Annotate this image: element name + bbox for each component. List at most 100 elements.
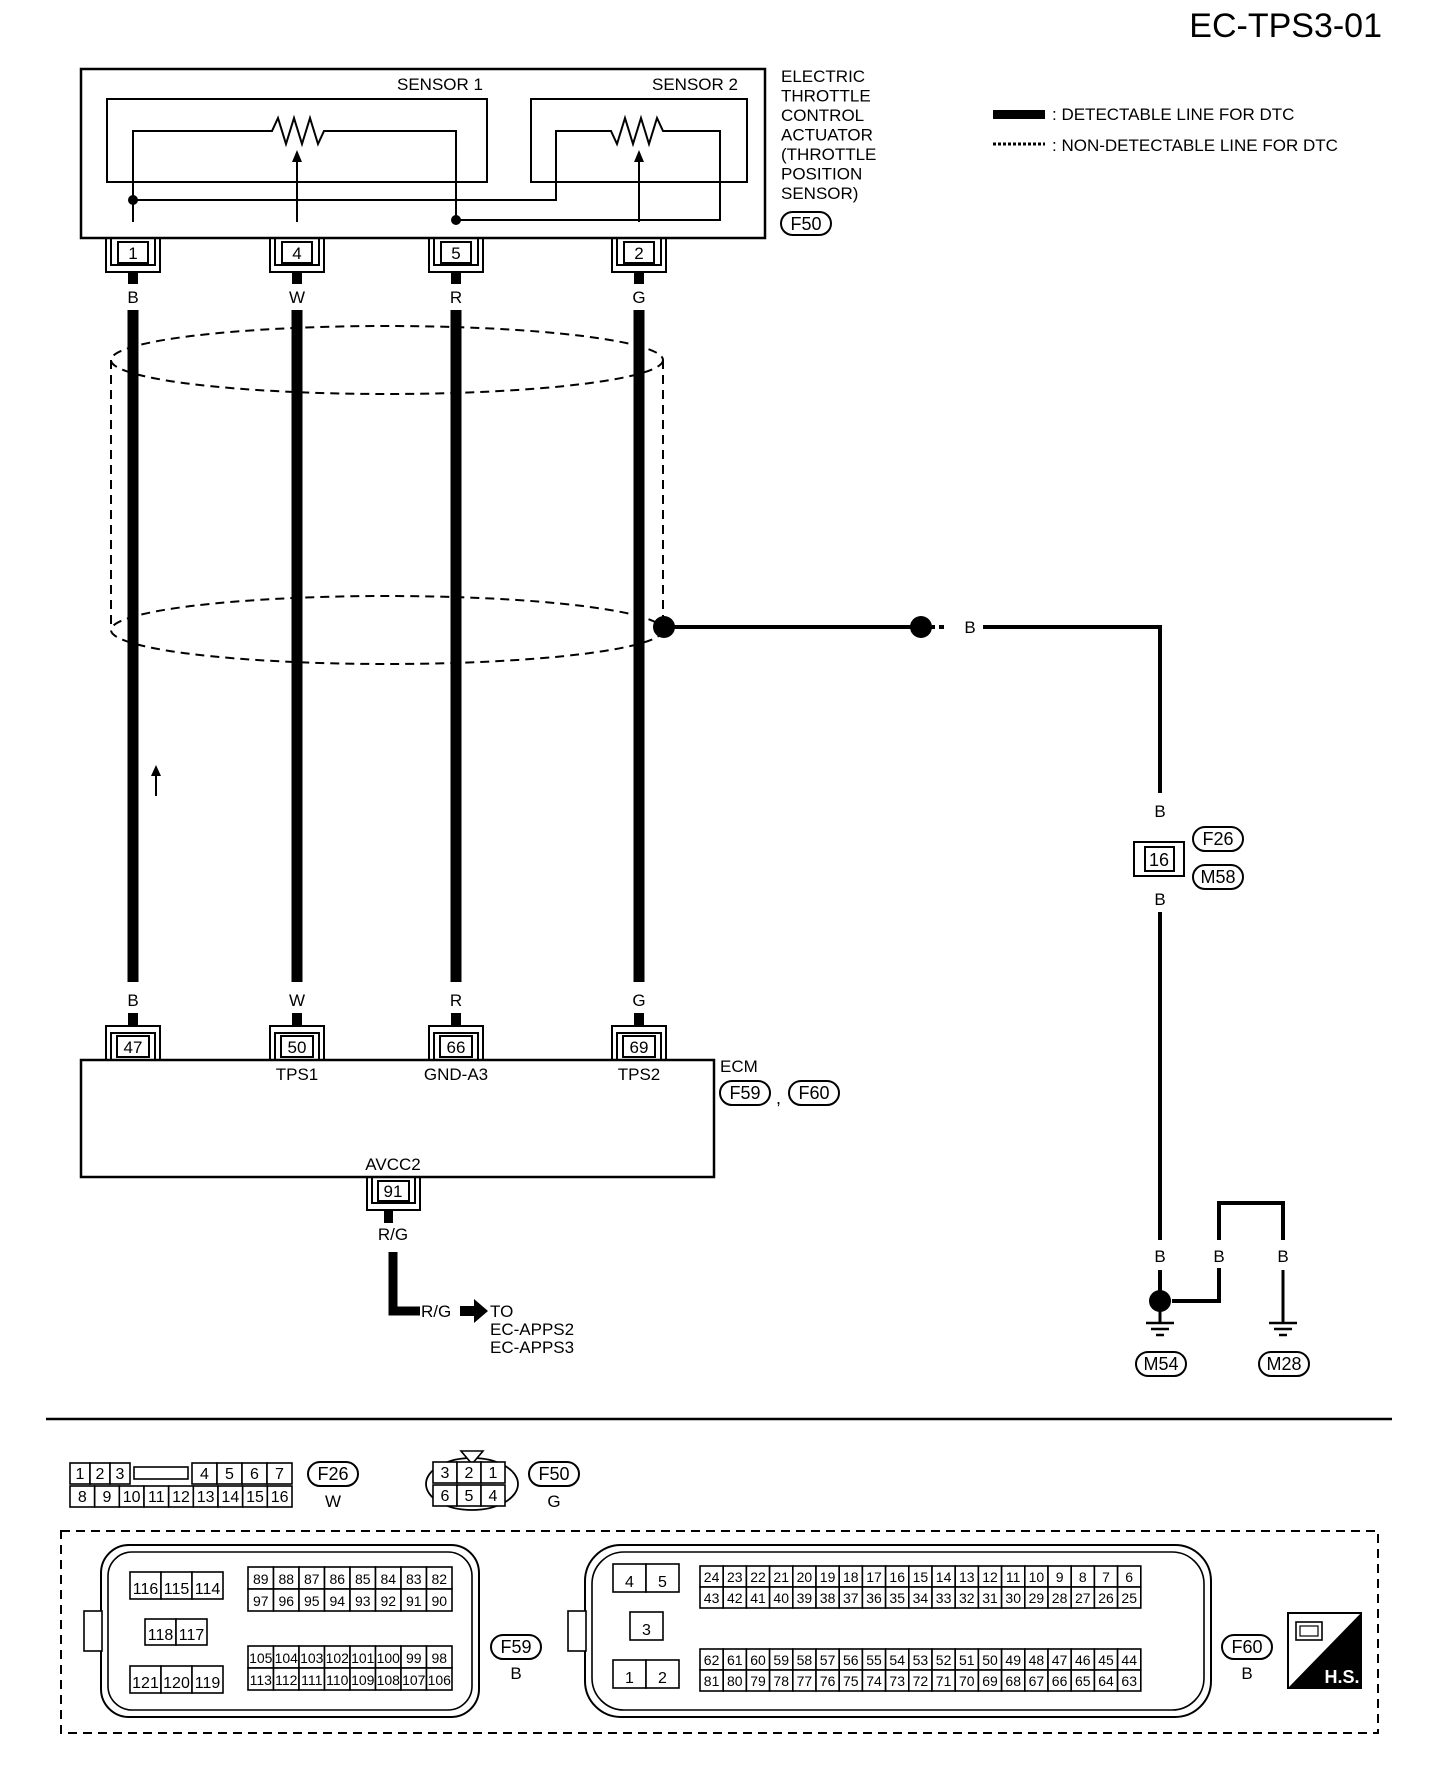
connector-cavity [425, 1667, 453, 1691]
cavity-number: 45 [1098, 1652, 1114, 1668]
cavity-number: 39 [797, 1590, 813, 1606]
cavity-number: 25 [1121, 1590, 1137, 1606]
svg-text:M58: M58 [1200, 867, 1235, 887]
connector-cavity [129, 1571, 162, 1600]
cavity-number: 3 [642, 1622, 651, 1639]
cavity-number: 101 [351, 1650, 375, 1666]
f59-label: F59 [500, 1637, 531, 1657]
cavity-number: 65 [1075, 1673, 1091, 1689]
cavity-number: 57 [820, 1652, 836, 1668]
cavity-number: 2 [96, 1466, 105, 1483]
cavity-number: 6 [250, 1466, 259, 1483]
svg-text:B: B [1213, 1247, 1224, 1266]
actuator-connector-label: F50 [790, 214, 821, 234]
cavity-number: 5 [465, 1488, 474, 1505]
cavity-number: 6 [1125, 1569, 1133, 1585]
cavity-number: 60 [750, 1652, 766, 1668]
cavity-number: 4 [625, 1574, 634, 1591]
cavity-number: 67 [1029, 1673, 1045, 1689]
cavity-number: 102 [326, 1650, 350, 1666]
cavity-number: 64 [1098, 1673, 1114, 1689]
cavity-number: 93 [355, 1593, 371, 1609]
cavity-number: 119 [195, 1675, 221, 1692]
cavity-number: 31 [982, 1590, 998, 1606]
connector-cavity [175, 1618, 208, 1646]
cavity-number: 70 [959, 1673, 975, 1689]
svg-text:B: B [1277, 1247, 1288, 1266]
actuator-label: ELECTRICTHROTTLECONTROLACTUATOR(THROTTLE… [780, 67, 876, 236]
f59-tag [490, 1634, 542, 1660]
cavity-number: 98 [431, 1650, 447, 1666]
ecm: ECM F59 , F60 AVCC2 91 R/G R/G TO EC-APP… [79, 1057, 840, 1357]
cavity-number: 29 [1029, 1590, 1045, 1606]
connector-cavity [425, 1588, 453, 1612]
wire-color-top: G [632, 288, 645, 307]
cavity-number: 68 [1005, 1673, 1021, 1689]
connector-cavity [645, 1563, 680, 1593]
cavity-number: 1 [625, 1670, 634, 1687]
cavity-number: 4 [200, 1466, 209, 1483]
cavity-number: 50 [982, 1652, 998, 1668]
cavity-number: 32 [959, 1590, 975, 1606]
ecm-connector-f60-tag [788, 1080, 840, 1106]
ecm-pin-box [622, 1035, 656, 1058]
cavity-number: 55 [866, 1652, 882, 1668]
connector-cavity [612, 1563, 647, 1593]
connector-cavity [191, 1571, 224, 1600]
cavity-number: 12 [982, 1569, 998, 1585]
cavity-number: 121 [132, 1675, 159, 1692]
cavity-number: 114 [195, 1581, 221, 1598]
cavity-number: 36 [866, 1590, 882, 1606]
cavity-number: 63 [1121, 1673, 1137, 1689]
f26-tag [307, 1461, 359, 1487]
cavity-number: 82 [431, 1571, 447, 1587]
cavity-number: 1 [489, 1465, 498, 1482]
sensor-pin-box [440, 241, 472, 264]
legend: : DETECTABLE LINE FOR DTC : NON-DETECTAB… [993, 105, 1338, 155]
cavity-number: 4 [489, 1488, 498, 1505]
sensor1-label: SENSOR 1 [397, 75, 483, 94]
connector-key-icon [83, 1610, 103, 1652]
ecm-terminal-label: GND-A3 [424, 1065, 488, 1084]
cavity-number: 41 [750, 1590, 766, 1606]
connector-key-icon [459, 1450, 485, 1466]
ecm-connector-f59-tag [719, 1080, 771, 1106]
sensor-pin-number: 5 [451, 244, 460, 263]
cavity-number: 75 [843, 1673, 859, 1689]
cavity-number: 120 [163, 1675, 190, 1692]
cavity-number: 97 [253, 1593, 269, 1609]
hs-label: H.S. [1324, 1667, 1359, 1687]
cavity-number: 103 [300, 1650, 324, 1666]
cavity-number: 40 [773, 1590, 789, 1606]
svg-text:R/G: R/G [421, 1302, 451, 1321]
avcc2-pin: 91 [384, 1182, 403, 1201]
cavity-number: 54 [889, 1652, 905, 1668]
ecm-connector-shell [105, 1025, 161, 1060]
f50-label: F50 [538, 1464, 569, 1484]
actuator-label-line: ELECTRIC [781, 67, 865, 86]
wire-color-top: W [289, 288, 305, 307]
cavity-number: 48 [1029, 1652, 1045, 1668]
sensor1-resistor [132, 114, 457, 222]
f26-color: W [325, 1492, 341, 1511]
cavity-number: 52 [936, 1652, 952, 1668]
cavity-number: 42 [727, 1590, 743, 1606]
cavity-number: 112 [275, 1672, 298, 1688]
cavity-number: 109 [351, 1672, 375, 1688]
cavity-number: 9 [1056, 1569, 1064, 1585]
cavity-number: 104 [275, 1650, 299, 1666]
cavity-number: 74 [866, 1673, 882, 1689]
connector-icon [1295, 1621, 1323, 1641]
cavity-number: 71 [936, 1673, 952, 1689]
hs-triangle-icon [1288, 1613, 1361, 1688]
wire-color-bottom: B [127, 991, 138, 1010]
f60-tag [1221, 1634, 1273, 1660]
cavity-number: 115 [164, 1581, 190, 1598]
ecm-terminal-label: TPS1 [276, 1065, 319, 1084]
cavity-number: 22 [750, 1569, 766, 1585]
